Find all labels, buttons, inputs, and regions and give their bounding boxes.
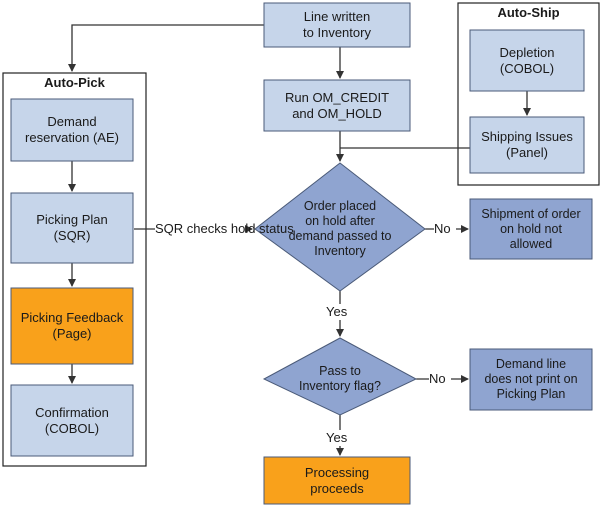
label-pass-flag: Pass to Inventory flag?	[299, 364, 381, 393]
node-confirmation	[10, 384, 134, 457]
auto-pick-container	[2, 72, 147, 467]
decision-pass-flag	[262, 337, 418, 416]
node-demand-reservation	[10, 98, 134, 162]
decision-order-on-hold	[254, 162, 426, 292]
node-processing-proceeds	[263, 456, 411, 505]
node-picking-plan	[10, 192, 134, 264]
label-shipment-not-allowed: Shipment of order on hold not allowed	[481, 206, 581, 251]
label-confirmation: Confirmation (COBOL)	[35, 404, 109, 436]
node-shipping-issues	[469, 116, 585, 174]
node-line-written	[263, 2, 411, 48]
edge-line-written-to-auto-pick	[68, 24, 264, 72]
edge-label-yes-2: Yes	[326, 430, 354, 446]
label-demand-reservation: Demand reservation (AE)	[25, 114, 119, 145]
auto-ship-container	[457, 2, 600, 186]
label-order-on-hold: Order placed on hold after demand passed…	[288, 199, 392, 258]
label-run-om: Run OM_CREDIT and OM_HOLD	[284, 89, 390, 121]
edge-label-no-2: No	[429, 371, 451, 387]
node-shipment-not-allowed	[469, 198, 593, 260]
node-demand-not-print	[469, 348, 593, 411]
edge-label-no-1: No	[434, 221, 456, 237]
label-depletion: Depletion (COBOL)	[499, 44, 555, 76]
label-shipping-issues: Shipping Issues (Panel)	[481, 129, 573, 160]
node-depletion	[469, 29, 585, 92]
label-demand-not-print: Demand line does not print on Picking Pl…	[484, 357, 578, 401]
auto-ship-title: Auto-Ship	[497, 5, 560, 20]
edge-label-yes-1: Yes	[326, 304, 354, 320]
label-picking-plan: Picking Plan (SQR)	[36, 212, 108, 243]
node-run-om	[263, 79, 411, 132]
label-line-written: Line written to Inventory	[303, 9, 371, 40]
edge-label-sqr-checks: SQR checks hold status	[155, 212, 294, 246]
label-picking-feedback: Picking Feedback (Page)	[20, 310, 124, 341]
node-picking-feedback	[10, 287, 134, 365]
auto-pick-title: Auto-Pick	[44, 75, 105, 90]
label-processing-proceeds: Processing proceeds	[304, 464, 370, 496]
